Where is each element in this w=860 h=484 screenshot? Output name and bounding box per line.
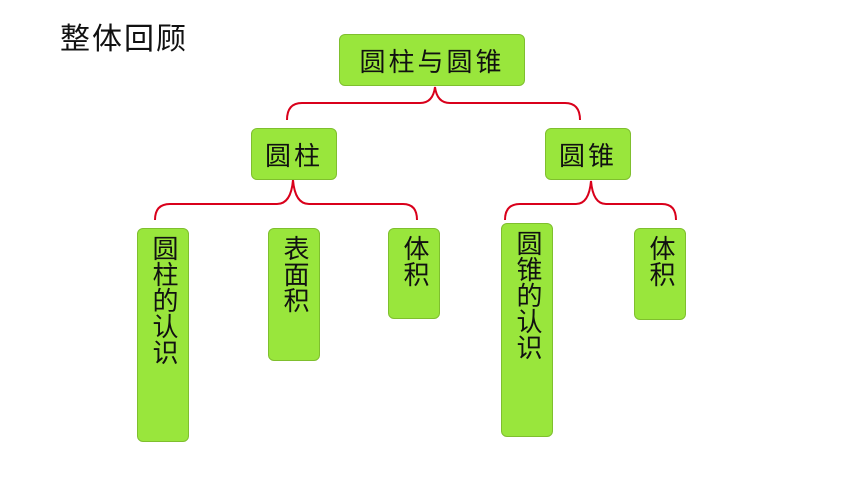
cone-brace bbox=[504, 180, 677, 221]
leaf-node-cone-volume: 体积 bbox=[634, 228, 686, 320]
leaf-node-cylinder-recognition: 圆柱的认识 bbox=[137, 228, 189, 442]
leaf-node-cylinder-surface-area: 表面积 bbox=[268, 228, 320, 361]
leaf-node-cylinder-volume: 体积 bbox=[388, 228, 440, 319]
leaf-label: 圆柱的认识 bbox=[148, 235, 178, 365]
branch-node-cone: 圆锥 bbox=[545, 128, 631, 180]
leaf-node-cone-recognition: 圆锥的认识 bbox=[501, 223, 553, 437]
root-node: 圆柱与圆锥 bbox=[339, 34, 525, 86]
leaf-label: 表面积 bbox=[279, 235, 309, 313]
leaf-label: 体积 bbox=[399, 235, 429, 287]
page-title: 整体回顾 bbox=[60, 22, 188, 57]
root-brace bbox=[286, 86, 581, 121]
cylinder-brace bbox=[154, 179, 418, 221]
leaf-label: 圆锥的认识 bbox=[512, 230, 542, 360]
branch-node-cylinder: 圆柱 bbox=[251, 128, 337, 180]
leaf-label: 体积 bbox=[645, 235, 675, 287]
